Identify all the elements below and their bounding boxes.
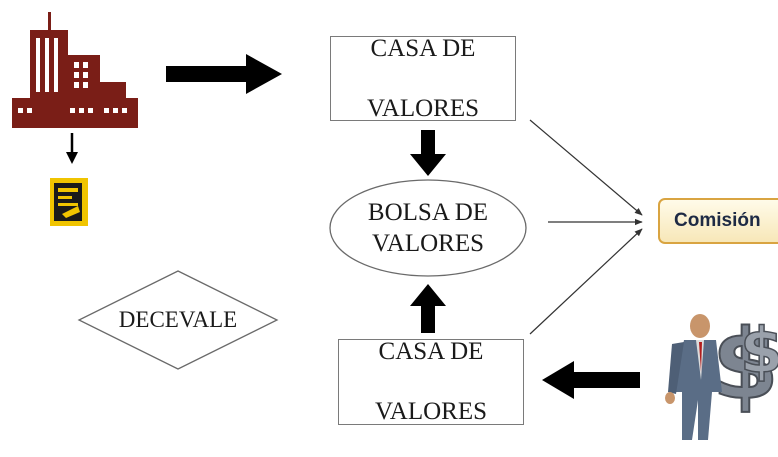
bolsa-line1: BOLSA DE: [367, 199, 489, 226]
casa-bottom-line1: CASA DE: [378, 338, 484, 365]
casa-de-valores-top-box: CASA DE VALORES: [330, 35, 516, 122]
arrow-casa-bottom-to-comision: [529, 228, 643, 335]
investor-money-icon: $ $: [665, 308, 778, 440]
arrow-casa-top-to-comision: [529, 119, 643, 216]
decevale-diamond: [77, 270, 279, 370]
building-icon: [12, 12, 138, 128]
arrow-building-to-casa: [166, 54, 282, 94]
casa-top-label: CASA DE VALORES: [367, 4, 479, 154]
bolsa-line2: VALORES: [371, 230, 485, 257]
casa-top-line2: VALORES: [366, 94, 480, 122]
document-icon: [50, 178, 88, 226]
arrow-building-to-document: [66, 133, 78, 164]
bolsa-de-valores-label: BOLSA DE VALORES: [340, 196, 516, 260]
bolsa-ellipse: [329, 179, 527, 277]
casa-top-line1: CASA DE: [370, 34, 476, 62]
comision-label: Comisión: [674, 210, 761, 231]
casa-de-valores-bottom-box: CASA DE VALORES: [338, 338, 524, 425]
svg-text:$: $: [740, 314, 778, 387]
diagram-canvas: $ $: [12, 12, 778, 440]
comision-box: Comisión: [658, 198, 778, 244]
casa-bottom-label: CASA DE VALORES: [375, 307, 487, 457]
arrow-casa-to-bolsa: [410, 130, 446, 176]
decevale-label: DECEVALE: [118, 307, 238, 332]
arrow-investor-to-casa: [542, 361, 640, 399]
svg-text:$: $: [712, 309, 778, 421]
arrow-casa-bottom-to-bolsa: [410, 284, 446, 333]
casa-bottom-line2: VALORES: [374, 398, 488, 425]
